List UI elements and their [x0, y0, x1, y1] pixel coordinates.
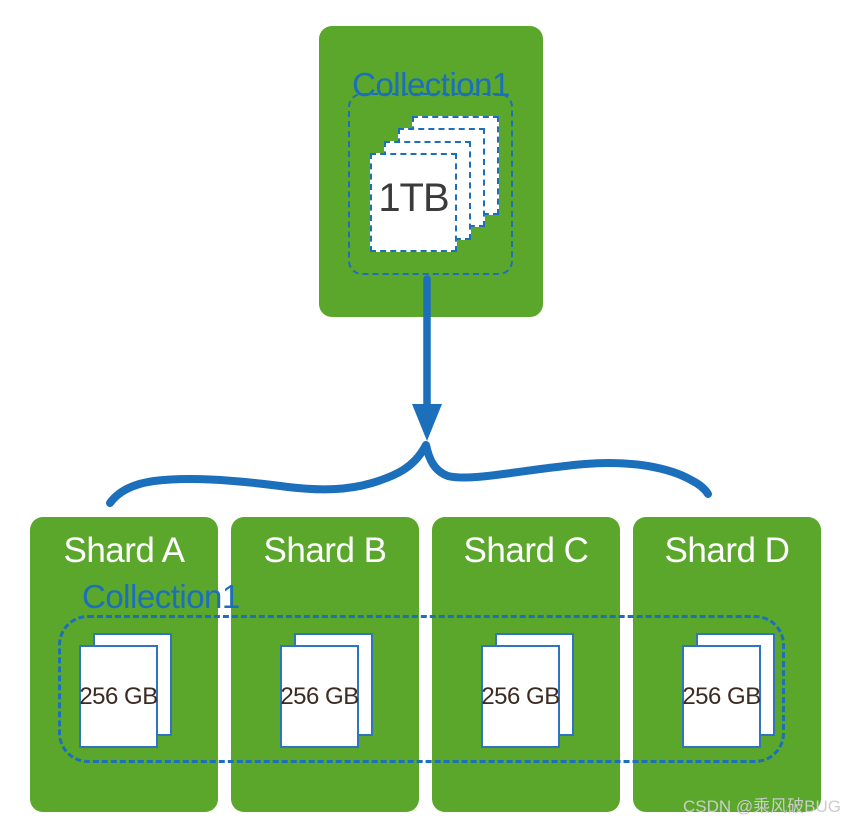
document-front-page-icon: 256 GB — [682, 645, 761, 748]
shard-c-title: Shard C — [463, 531, 589, 570]
shard-d-title: Shard D — [664, 531, 790, 570]
document-front-page-icon: 256 GB — [79, 645, 158, 748]
document-front-page-icon: 1TB — [370, 153, 457, 252]
sharded-collection-outline — [58, 615, 785, 763]
collection1-title: Collection1 — [352, 66, 510, 103]
shard-a-title: Shard A — [63, 531, 185, 570]
shard-b-title: Shard B — [263, 531, 387, 570]
document-front-page-icon: 256 GB — [280, 645, 359, 748]
shard-d-size-label: 256 GB — [682, 682, 761, 710]
shard-c-size-label: 256 GB — [481, 682, 560, 710]
shard-a-size-label: 256 GB — [79, 682, 158, 710]
collection-size-label: 1TB — [378, 176, 449, 220]
document-front-page-icon: 256 GB — [481, 645, 560, 748]
collection1-box: Collection1 1TB — [319, 26, 543, 317]
csdn-watermark: CSDN @乘风破BUG — [683, 797, 841, 816]
down-arrow-head-icon — [412, 404, 442, 441]
collection-documents-outline — [348, 93, 513, 275]
distribution-brace-curve — [106, 441, 712, 507]
sharded-collection1-title: Collection1 — [82, 578, 240, 615]
shard-b-size-label: 256 GB — [280, 682, 359, 710]
